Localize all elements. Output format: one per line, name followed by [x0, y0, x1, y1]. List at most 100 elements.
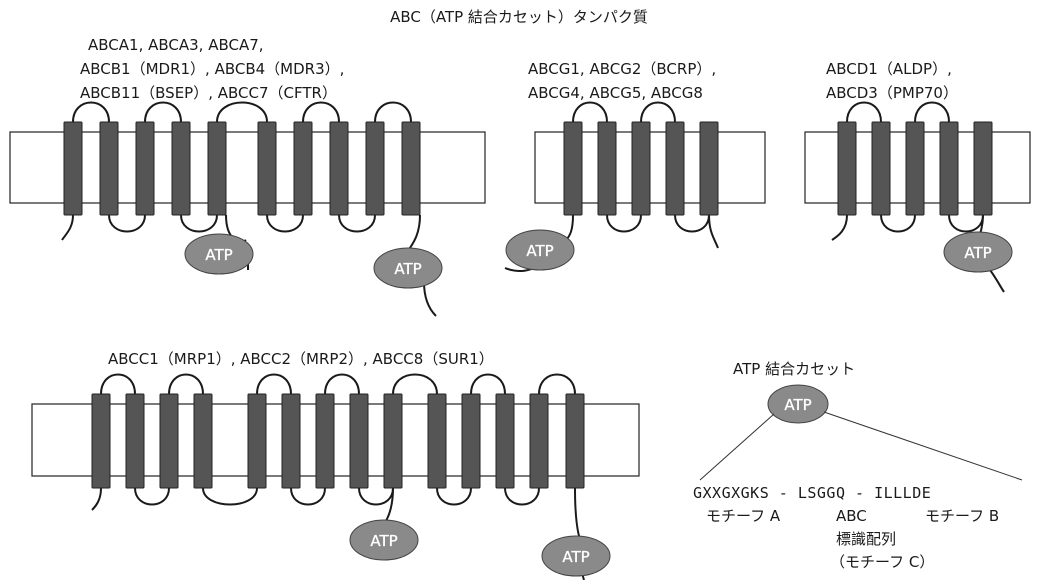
cassette-line-left — [700, 414, 774, 480]
transmembrane-helix — [248, 394, 266, 488]
transmembrane-helix — [92, 394, 110, 488]
transmembrane-helix — [208, 122, 226, 215]
extracellular-loop — [339, 215, 375, 232]
atp-label: ATP — [205, 246, 232, 264]
abc-signature-line-2: 標識配列 — [836, 530, 896, 548]
group-a-label-line-2: ABCB1（MDR1）, ABCB4（MDR3）, — [80, 60, 344, 78]
protein-tail — [990, 270, 1004, 292]
transmembrane-helix — [282, 394, 300, 488]
atp-label: ATP — [370, 532, 397, 550]
extracellular-loop — [375, 103, 411, 123]
cassette-line-right — [824, 412, 1022, 480]
extracellular-loop — [135, 488, 169, 505]
transmembrane-helix — [906, 122, 924, 215]
diagram-title: ABC（ATP 結合カセット）タンパク質 — [390, 8, 648, 26]
cassette-atp-label: ATP — [784, 396, 811, 414]
extracellular-loop — [437, 488, 471, 505]
protein-tail — [709, 215, 718, 248]
atp-domain: ATP — [185, 234, 253, 274]
extracellular-loop — [291, 488, 325, 505]
extracellular-loop — [145, 103, 181, 123]
extracellular-loop — [915, 103, 949, 123]
group-d-label-line-2: ABCD3（PMP70） — [826, 84, 958, 102]
extracellular-loop — [675, 215, 709, 232]
extracellular-loop — [359, 488, 393, 505]
atp-domain: ATP — [374, 248, 442, 288]
extracellular-loop — [181, 215, 217, 232]
transmembrane-helix — [428, 394, 446, 488]
transmembrane-helix — [136, 122, 154, 215]
transmembrane-helix — [330, 122, 348, 215]
motif-a-label: モチーフ A — [706, 507, 781, 525]
atp-label: ATP — [526, 242, 553, 260]
extracellular-loop — [607, 215, 641, 232]
protein-tail — [62, 215, 73, 240]
transmembrane-helix — [974, 122, 992, 215]
transmembrane-helix — [294, 122, 312, 215]
group-c-label: ABCC1（MRP1）, ABCC2（MRP2）, ABCC8（SUR1） — [108, 350, 494, 368]
group-g-label-line-2: ABCG4, ABCG5, ABCG8 — [528, 84, 703, 102]
transmembrane-helix — [872, 122, 890, 215]
extracellular-loop — [101, 375, 135, 395]
group-a-label-line-3: ABCB11（BSEP）, ABCC7（CFTR） — [80, 84, 337, 102]
transmembrane-helix — [172, 122, 190, 215]
transmembrane-helix — [940, 122, 958, 215]
cassette-title: ATP 結合カセット — [733, 360, 855, 378]
transmembrane-helix — [126, 394, 144, 488]
abc-signature-line-3: （モチーフ C） — [830, 553, 934, 571]
atp-label: ATP — [562, 548, 589, 566]
extracellular-loop — [393, 375, 437, 395]
extracellular-loop — [267, 215, 303, 232]
extracellular-loop — [573, 103, 607, 123]
extracellular-loop — [109, 215, 145, 232]
transmembrane-helix — [838, 122, 856, 215]
group-a-label-line-1: ABCA1, ABCA3, ABCA7, — [88, 36, 264, 54]
transmembrane-helix — [598, 122, 616, 215]
extracellular-loop — [73, 103, 109, 123]
extracellular-loop — [641, 103, 675, 123]
atp-label: ATP — [394, 260, 421, 278]
transmembrane-helix — [64, 122, 82, 215]
transmembrane-helix — [384, 394, 402, 488]
transmembrane-helix — [258, 122, 276, 215]
atp-domain: ATP — [506, 230, 574, 270]
atp-domain: ATP — [542, 536, 610, 576]
protein-group-d: ATP — [805, 103, 1030, 293]
extracellular-loop — [169, 375, 203, 395]
extracellular-loop — [881, 215, 915, 232]
protein-tail — [832, 215, 847, 240]
transmembrane-helix — [350, 394, 368, 488]
transmembrane-helix — [366, 122, 384, 215]
transmembrane-helix — [666, 122, 684, 215]
abc-signature-line-1: ABC — [836, 507, 867, 525]
protein-group-a: ATP ATP — [10, 103, 485, 317]
transmembrane-helix — [496, 394, 514, 488]
transmembrane-helix — [566, 394, 584, 488]
extracellular-loop — [505, 488, 539, 505]
protein-group-c: ATP ATP — [32, 375, 639, 580]
transmembrane-helix — [564, 122, 582, 215]
transmembrane-helix — [160, 394, 178, 488]
extracellular-loop — [949, 215, 983, 232]
atp-domain: ATP — [944, 232, 1012, 272]
transmembrane-helix — [462, 394, 480, 488]
group-g-label-line-1: ABCG1, ABCG2（BCRP）, — [528, 60, 716, 78]
cassette-sequence: GXXGXGKS - LSGGQ - ILLLDE — [693, 484, 931, 502]
extracellular-loop — [847, 103, 881, 123]
extracellular-loop — [325, 375, 359, 395]
extracellular-loop — [217, 103, 267, 123]
extracellular-loop — [471, 375, 505, 395]
group-d-label-line-1: ABCD1（ALDP）, — [826, 60, 952, 78]
transmembrane-helix — [402, 122, 420, 215]
motif-b-label: モチーフ B — [925, 507, 999, 525]
extracellular-loop — [257, 375, 291, 395]
transmembrane-helix — [316, 394, 334, 488]
atp-cassette-detail: ATP 結合カセット ATP GXXGXGKS - LSGGQ - ILLLDE… — [693, 360, 1022, 571]
extracellular-loop — [303, 103, 339, 123]
extracellular-loop — [203, 488, 257, 505]
protein-tail — [424, 282, 436, 316]
protein-tail — [92, 488, 101, 510]
transmembrane-helix — [530, 394, 548, 488]
extracellular-loop — [539, 375, 575, 395]
